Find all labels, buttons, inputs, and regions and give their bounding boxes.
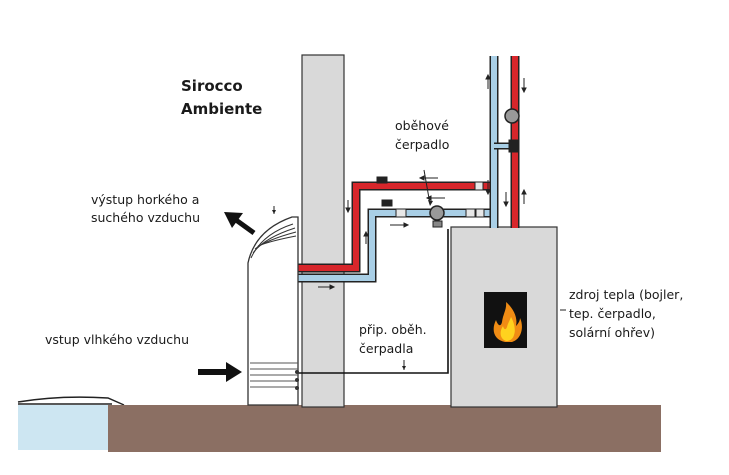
humid-inlet-label: vstup vlhkého vzduchu [45, 332, 189, 347]
pump-connection-line [298, 229, 449, 374]
pump-connection-label-line2: čerpadla [359, 341, 413, 356]
flow-arrows [318, 73, 527, 290]
heat-source-label-line1: zdroj tepla (bojler, [569, 287, 683, 302]
heat-source-label-line3: solární ohřev) [569, 325, 655, 340]
pump-icon [429, 205, 445, 228]
hot-dry-outlet-label-line1: výstup horkého a [91, 192, 199, 207]
ground [108, 405, 661, 452]
valve-icon [376, 139, 520, 218]
wall-column [301, 54, 345, 408]
floor-slab-edge [17, 396, 125, 406]
flame-icon [493, 302, 522, 342]
upper-pump-icon [504, 108, 520, 124]
heat-source-label-line2: tep. čerpadlo, [569, 306, 656, 321]
circulation-pump-label-line2: čerpadlo [395, 137, 449, 152]
arrow-out-icon [224, 212, 256, 236]
circulation-pump-label-line1: oběhové [395, 118, 449, 133]
hot-dry-outlet-label-line2: suchého vzduchu [91, 210, 200, 225]
water [18, 405, 108, 450]
pump-connection-label-line1: přip. oběh. [359, 322, 427, 337]
product-title-line2: Ambiente [181, 100, 262, 118]
sirocco-unit [247, 206, 299, 406]
arrow-in-icon [198, 362, 242, 382]
product-title-line1: Sirocco [181, 77, 243, 95]
